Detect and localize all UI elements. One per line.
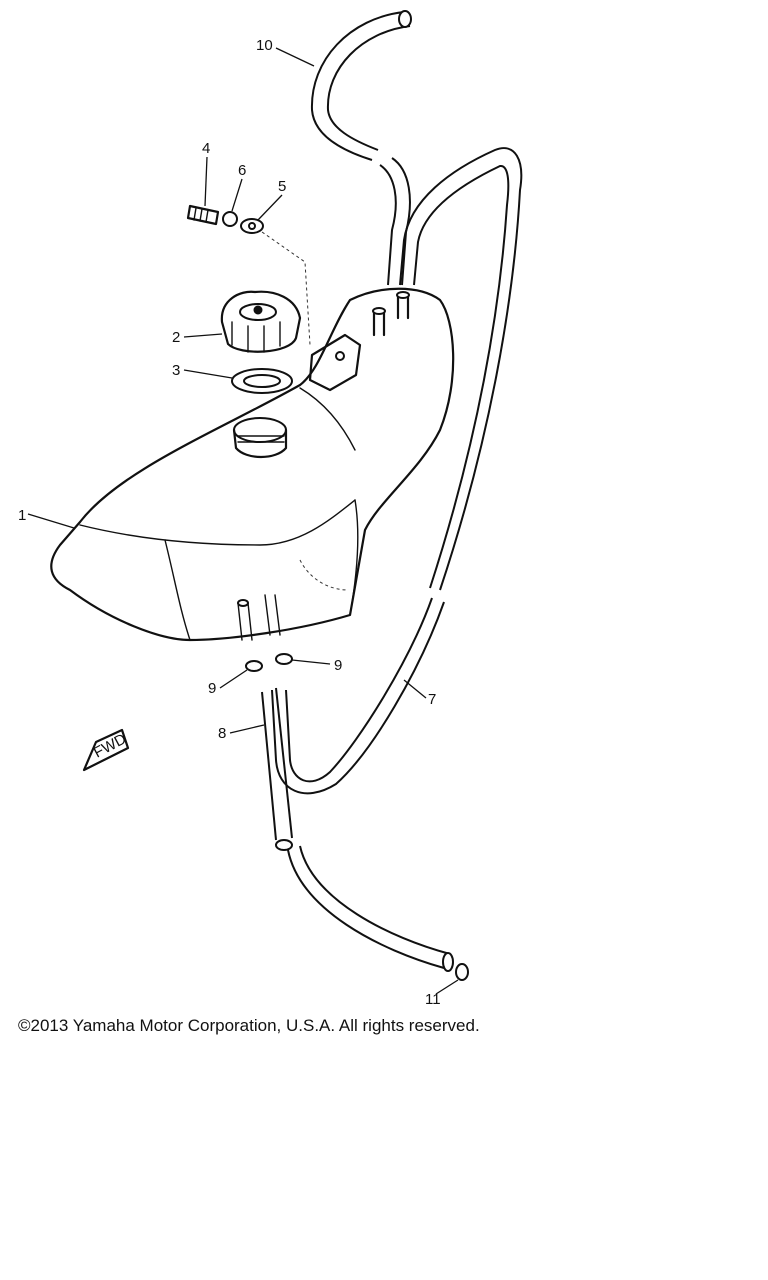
gasket-3 <box>231 368 293 394</box>
washer-5 <box>240 218 264 234</box>
callout-6: 6 <box>231 162 246 212</box>
filler-cap-2 <box>220 290 302 353</box>
callout-label: 6 <box>238 162 246 179</box>
callout-8: 8 <box>218 724 265 742</box>
callout-3: 3 <box>172 362 233 379</box>
lock-washer-6 <box>222 211 238 227</box>
copyright-notice: ©2013 Yamaha Motor Corporation, U.S.A. A… <box>18 1016 480 1035</box>
callout-label: 9 <box>208 680 216 697</box>
assembly-guide-line <box>261 231 311 346</box>
callout-7: 7 <box>403 679 436 708</box>
callout-label: 8 <box>218 725 226 742</box>
drain-hose-8 <box>261 687 454 972</box>
forward-direction-arrow: FWD <box>82 728 129 772</box>
callout-label: 7 <box>428 691 436 708</box>
callout-label: 3 <box>172 362 180 379</box>
callout-9-right: 9 <box>291 657 342 674</box>
fuel-tank-exploded-diagram: FWD 1 2 3 4 6 5 7 8 9 9 10 <box>18 10 523 1008</box>
callout-11: 11 <box>425 979 459 1008</box>
callout-4: 4 <box>202 140 210 207</box>
overflow-hose-7 <box>271 147 523 795</box>
callout-label: 1 <box>18 507 26 524</box>
callout-1: 1 <box>18 507 75 529</box>
callout-5: 5 <box>257 178 286 221</box>
callout-2: 2 <box>172 329 223 346</box>
callout-label: 2 <box>172 329 180 346</box>
callout-9-left: 9 <box>208 669 248 697</box>
callout-label: 11 <box>425 991 441 1008</box>
callout-label: 4 <box>202 140 210 157</box>
hose-clip-11 <box>455 963 469 981</box>
bolt-4 <box>186 204 220 226</box>
callout-label: 10 <box>256 37 273 54</box>
hose-clip-9-left <box>245 660 263 672</box>
hose-clip-9-right <box>275 653 293 665</box>
breather-hose-10 <box>310 10 412 286</box>
callout-label: 5 <box>278 178 286 195</box>
fuel-tank-1 <box>50 287 455 642</box>
callout-10: 10 <box>256 37 315 67</box>
callout-label: 9 <box>334 657 342 674</box>
